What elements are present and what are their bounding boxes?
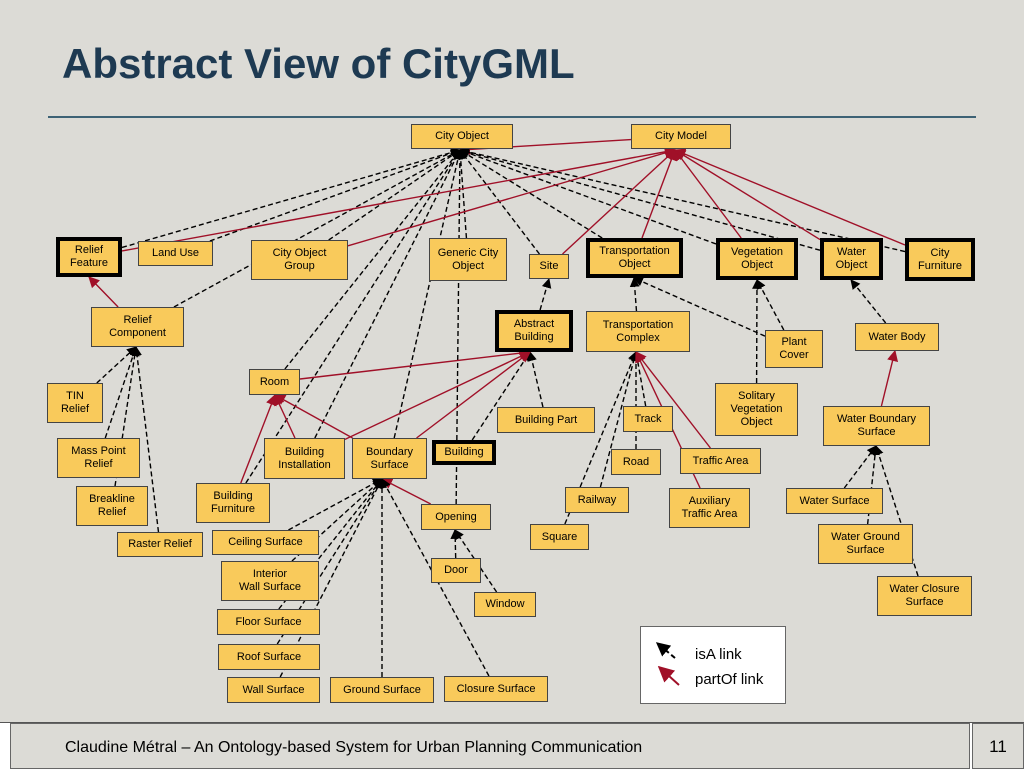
edge-isa-city-object-group-to-city-object — [329, 150, 460, 240]
node-city-object-group: City Object Group — [251, 240, 348, 280]
node-opening: Opening — [421, 504, 491, 530]
node-land-use: Land Use — [138, 241, 213, 266]
edge-isa-city-furniture-to-city-object — [460, 150, 905, 252]
node-site: Site — [529, 254, 569, 279]
edge-isa-water-object-to-city-object — [460, 150, 820, 250]
node-generic-city-object: Generic City Object — [429, 238, 507, 281]
node-interior-wall-surface: Interior Wall Surface — [221, 561, 319, 601]
node-room: Room — [249, 369, 300, 395]
node-roof-surface: Roof Surface — [218, 644, 320, 670]
edge-partof-relief-component-to-relief-feature — [89, 277, 118, 307]
footer-text: Claudine Métral – An Ontology-based Syst… — [65, 739, 642, 757]
node-building-installation: Building Installation — [264, 438, 345, 479]
edge-partof-water-boundary-surface-to-water-body — [881, 351, 895, 406]
edge-partof-water-object-to-city-model — [675, 150, 820, 240]
legend-partof-label: partOf link — [695, 671, 763, 688]
edge-partof-city-furniture-to-city-model — [675, 150, 905, 245]
node-auxiliary-traffic-area: Auxiliary Traffic Area — [669, 488, 750, 528]
node-square: Square — [530, 524, 589, 550]
node-breakline-relief: Breakline Relief — [76, 486, 148, 526]
node-water-ground-surface: Water Ground Surface — [818, 524, 913, 564]
edge-isa-abstract-building-to-site — [540, 279, 549, 310]
node-railway: Railway — [565, 487, 629, 513]
node-relief-component: Relief Component — [91, 307, 184, 347]
node-city-model: City Model — [631, 124, 731, 149]
node-building-part: Building Part — [497, 407, 595, 433]
node-abstract-building: Abstract Building — [495, 310, 573, 352]
edge-partof-building-installation-to-room — [275, 395, 295, 438]
footer-text-box: Claudine Métral – An Ontology-based Syst… — [10, 723, 970, 769]
footer: Claudine Métral – An Ontology-based Syst… — [0, 722, 1024, 769]
edge-isa-transportation-complex-to-transportation-object — [634, 278, 636, 311]
edge-isa-relief-component-to-city-object — [174, 150, 460, 307]
edge-isa-track-to-transportation-complex — [636, 352, 646, 406]
node-city-furniture: City Furniture — [905, 238, 975, 281]
node-water-object: Water Object — [820, 238, 883, 280]
node-building-furniture: Building Furniture — [196, 483, 270, 523]
node-wall-surface: Wall Surface — [227, 677, 320, 703]
edge-isa-water-surface-to-water-boundary-surface — [844, 446, 876, 488]
node-plant-cover: Plant Cover — [765, 330, 823, 368]
node-track: Track — [623, 406, 673, 432]
node-city-object: City Object — [411, 124, 513, 149]
node-solitary-vegetation-object: Solitary Vegetation Object — [715, 383, 798, 436]
node-ground-surface: Ground Surface — [330, 677, 434, 703]
node-transportation-object: Transportation Object — [586, 238, 683, 278]
node-vegetation-object: Vegetation Object — [716, 238, 798, 280]
edge-isa-boundary-surface-to-city-object — [394, 150, 460, 438]
edge-partof-traffic-area-to-transportation-complex — [636, 352, 710, 448]
node-door: Door — [431, 558, 481, 583]
node-traffic-area: Traffic Area — [680, 448, 761, 474]
edge-isa-building-part-to-abstract-building — [530, 352, 543, 407]
node-relief-feature: Relief Feature — [56, 237, 122, 277]
node-tin-relief: TIN Relief — [47, 383, 103, 423]
node-mass-point-relief: Mass Point Relief — [57, 438, 140, 478]
edge-isa-water-body-to-water-object — [851, 280, 886, 323]
node-window: Window — [474, 592, 536, 617]
node-water-boundary-surface: Water Boundary Surface — [823, 406, 930, 446]
node-boundary-surface: Boundary Surface — [352, 438, 427, 479]
edge-isa-plant-cover-to-vegetation-object — [757, 280, 784, 330]
edge-partof-boundary-surface-to-room — [275, 395, 353, 438]
edge-partof-room-to-abstract-building — [300, 352, 530, 379]
page-number-box: 11 — [972, 723, 1024, 769]
node-transportation-complex: Transportation Complex — [586, 311, 690, 352]
edge-partof-relief-feature-to-city-model — [122, 150, 675, 251]
node-water-body: Water Body — [855, 323, 939, 351]
edge-isa-door-to-opening — [455, 530, 456, 558]
node-floor-surface: Floor Surface — [217, 609, 320, 635]
node-closure-surface: Closure Surface — [444, 676, 548, 702]
edge-partof-transportation-object-to-city-model — [642, 150, 675, 238]
node-road: Road — [611, 449, 661, 475]
page-number: 11 — [973, 737, 1023, 757]
legend: isA link partOf link — [640, 626, 786, 704]
node-building: Building — [432, 440, 496, 465]
node-water-closure-surface: Water Closure Surface — [877, 576, 972, 616]
edge-isa-generic-city-object-to-city-object — [460, 150, 466, 238]
node-water-surface: Water Surface — [786, 488, 883, 514]
legend-isa-label: isA link — [695, 646, 742, 663]
edge-isa-building-furniture-to-city-object — [246, 150, 460, 483]
legend-arrows — [641, 627, 787, 705]
legend-partof-arrow — [659, 667, 679, 685]
node-ceiling-surface: Ceiling Surface — [212, 530, 319, 555]
edge-isa-tin-relief-to-relief-component — [97, 347, 136, 383]
node-raster-relief: Raster Relief — [117, 532, 203, 557]
legend-isa-arrow — [657, 643, 675, 658]
